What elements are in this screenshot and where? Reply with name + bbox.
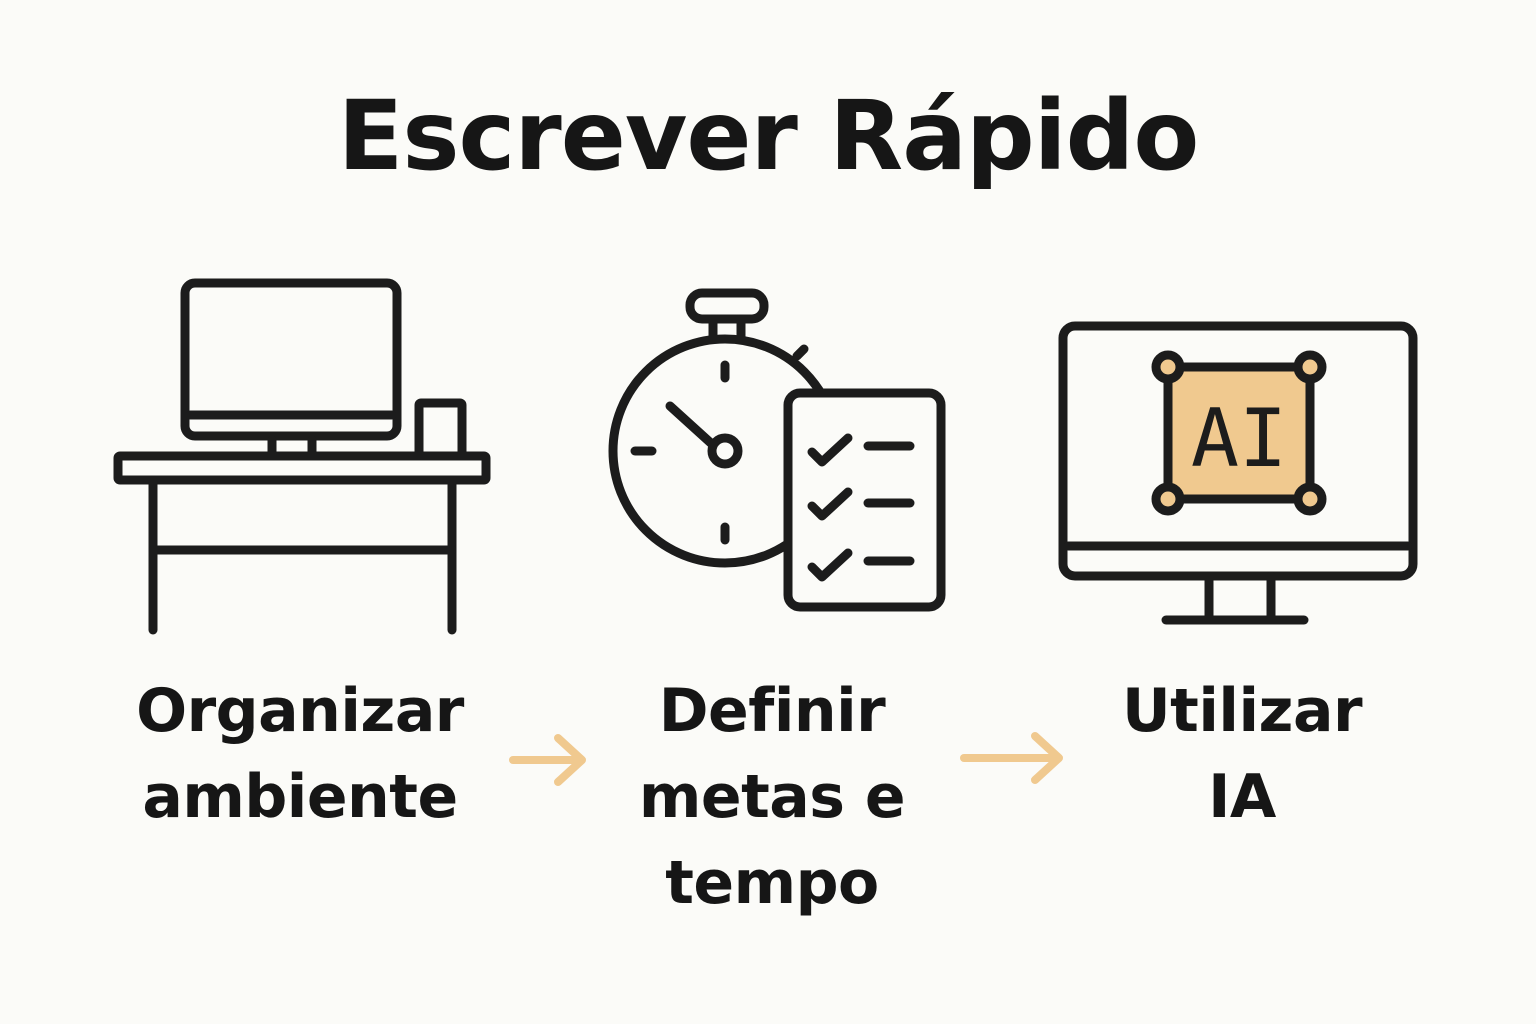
- step-definir-metas-label: Definir metas e tempo: [572, 668, 972, 926]
- step-1-line-1: Organizar: [136, 676, 464, 746]
- step-3-line-2: IA: [1208, 762, 1276, 832]
- page-title: Escrever Rápido: [337, 80, 1200, 192]
- arrow-right-icon: [509, 734, 586, 786]
- desk-computer-icon: [113, 278, 491, 635]
- ai-chip-label: AI: [1191, 392, 1287, 485]
- arrow-right-icon: [960, 732, 1063, 784]
- step-1-line-2: ambiente: [142, 762, 458, 832]
- step-2-line-3: tempo: [665, 848, 879, 918]
- monitor-ai-icon: AI: [1058, 321, 1418, 625]
- step-2-line-2: metas e: [638, 762, 906, 832]
- step-3-line-1: Utilizar: [1121, 676, 1363, 746]
- step-2-line-1: Definir: [658, 676, 886, 746]
- step-utilizar-ia-label: Utilizar IA: [1042, 668, 1442, 840]
- step-organizar-ambiente-label: Organizar ambiente: [100, 668, 500, 840]
- stopwatch-checklist-icon: [608, 288, 946, 612]
